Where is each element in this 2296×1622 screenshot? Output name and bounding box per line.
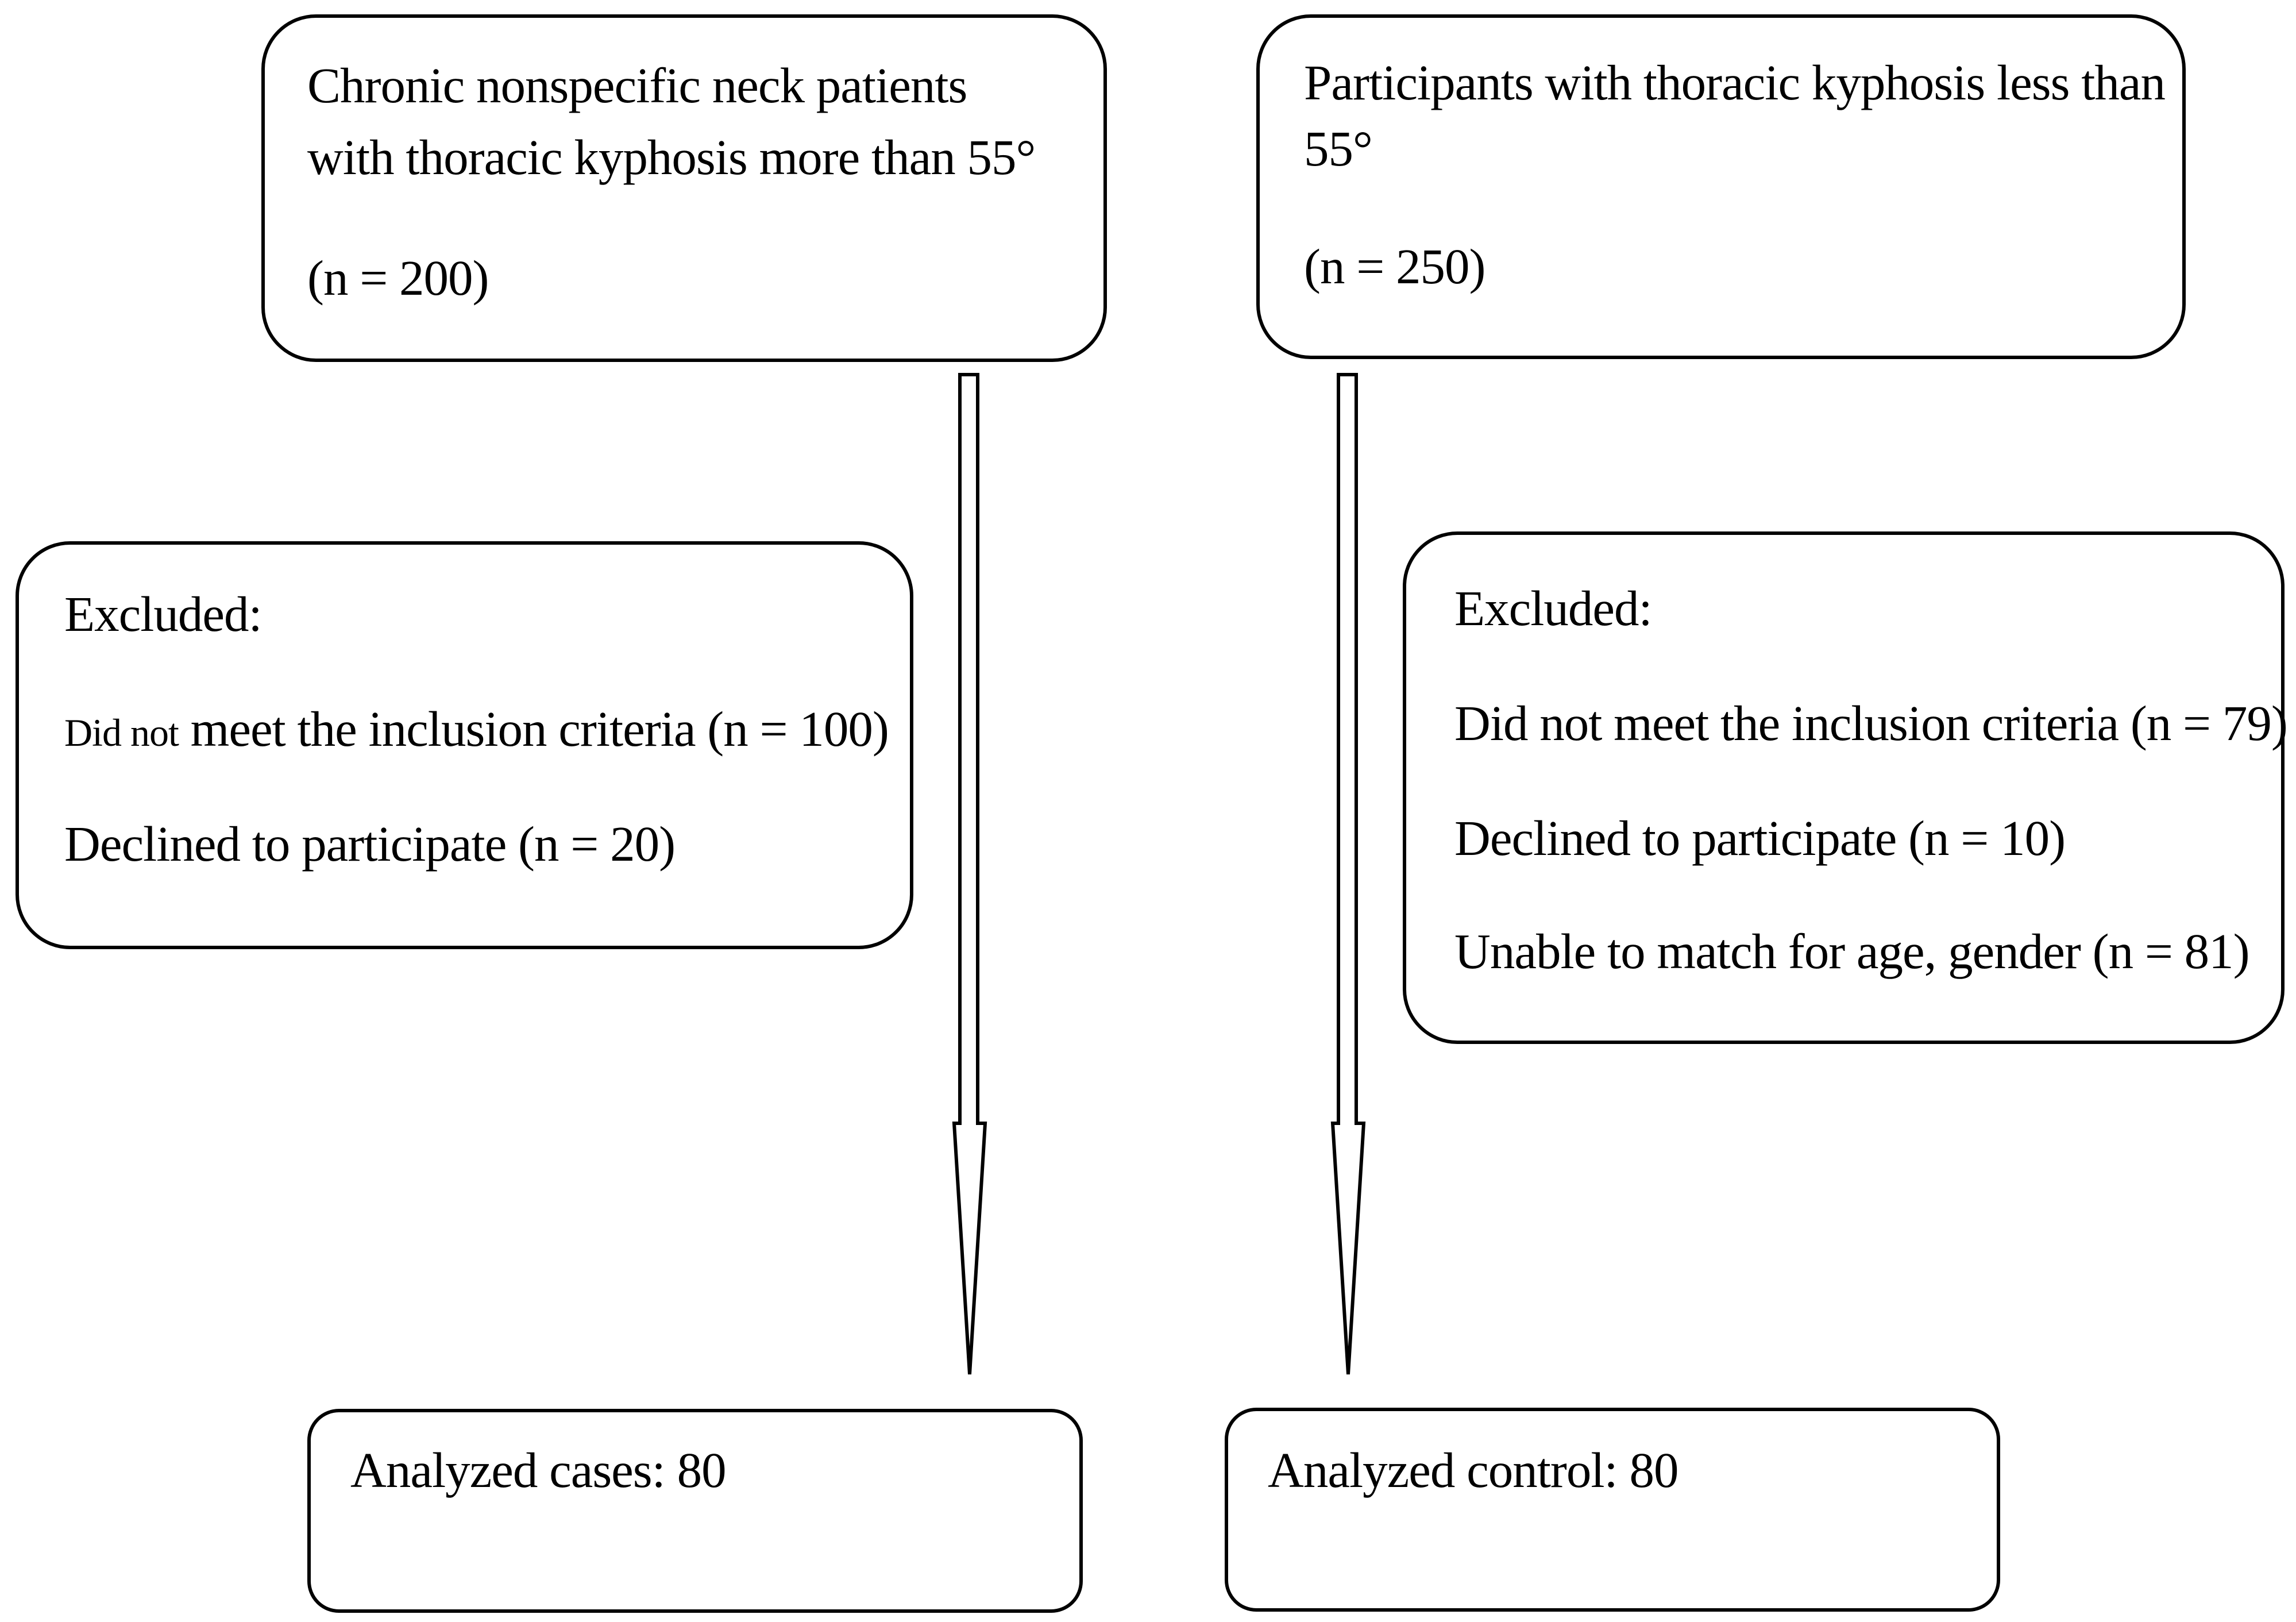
case-excluded-item-inclusion: Did not meet the inclusion criteria (n =… — [64, 704, 889, 754]
control-enrollment-line2: 55° — [1304, 121, 1373, 176]
case-enrollment-line1: Chronic nonspecific neck patients — [307, 57, 967, 113]
control-flow-arrow — [1330, 373, 1366, 1375]
control-excluded-box — [1403, 531, 2285, 1044]
control-enrollment-line1: Participants with thoracic kyphosis less… — [1304, 55, 2166, 110]
control-excluded-item-declined: Declined to participate (n = 10) — [1454, 810, 2066, 866]
case-excluded-box — [16, 541, 913, 949]
case-analyzed-label: Analyzed cases: 80 — [350, 1442, 727, 1498]
control-excluded-item-unmatched: Unable to match for age, gender (n = 81) — [1454, 923, 2250, 979]
case-excluded-heading: Excluded: — [64, 586, 263, 642]
case-excluded-item-declined: Declined to participate (n = 20) — [64, 816, 676, 872]
case-analyzed-box — [307, 1409, 1083, 1613]
case-enrollment-count: (n = 200) — [307, 250, 489, 306]
control-analyzed-box — [1225, 1408, 2000, 1612]
control-excluded-heading: Excluded: — [1454, 580, 1653, 636]
case-enrollment-line2: with thoracic kyphosis more than 55° — [307, 129, 1036, 185]
control-enrollment-box — [1256, 14, 2186, 359]
control-analyzed-label: Analyzed control: 80 — [1268, 1442, 1678, 1498]
case-excluded-item-inclusion-prefix: Did not — [64, 711, 179, 754]
control-excluded-item-inclusion: Did not meet the inclusion criteria (n =… — [1454, 695, 2288, 751]
case-excluded-item-inclusion-rest: meet the inclusion criteria (n = 100) — [178, 701, 889, 757]
case-enrollment-box — [261, 14, 1107, 362]
case-flow-arrow — [952, 373, 987, 1375]
control-enrollment-count: (n = 250) — [1304, 238, 1486, 294]
